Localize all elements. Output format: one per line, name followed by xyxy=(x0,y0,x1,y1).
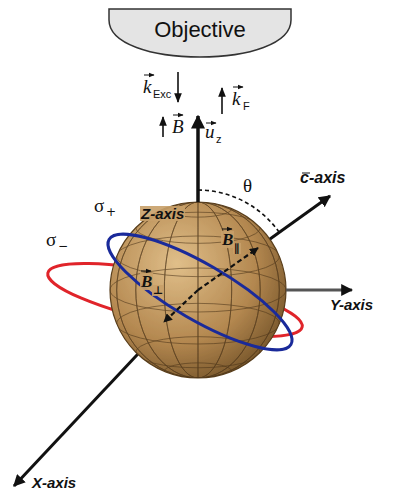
subscript: − xyxy=(58,240,68,252)
fluorescence-arrow xyxy=(221,88,223,114)
y-axis-line xyxy=(286,289,352,292)
excitation-arrow xyxy=(177,72,179,102)
z-axis-line xyxy=(196,116,200,202)
axis-label: X-axis xyxy=(32,475,76,490)
ring-front xyxy=(60,276,302,330)
angle-label: θ xyxy=(243,176,252,195)
subscript: Exc xyxy=(153,89,171,100)
node-title: Objective xyxy=(154,17,246,43)
subscript: ⊥ xyxy=(152,285,164,296)
sphere-grid xyxy=(110,200,286,379)
polarization-label: σ xyxy=(94,196,104,215)
axis-label: Y-axis xyxy=(330,297,373,312)
polarization-label: σ xyxy=(46,230,56,249)
subscript: z xyxy=(216,134,222,145)
vector-symbol: k xyxy=(232,89,240,108)
subscript: F xyxy=(243,101,250,112)
subscript: ∥ xyxy=(233,243,241,254)
c-axis-line xyxy=(270,196,330,239)
b-perp-arrow xyxy=(164,290,198,322)
b-parallel-arrow xyxy=(198,248,258,290)
theta-arc xyxy=(198,190,279,232)
vector-symbol: B xyxy=(172,117,184,136)
field-arrow xyxy=(162,117,164,137)
subscript: + xyxy=(106,206,116,218)
vector-overmarks xyxy=(141,75,310,271)
objective-lens: Objective xyxy=(108,8,292,58)
axis-label: c-axis xyxy=(300,170,345,186)
vector-symbol: u xyxy=(205,122,215,141)
sphere xyxy=(110,202,286,378)
vector-symbol: k xyxy=(143,77,151,96)
axis-label: Z-axis xyxy=(140,206,185,221)
